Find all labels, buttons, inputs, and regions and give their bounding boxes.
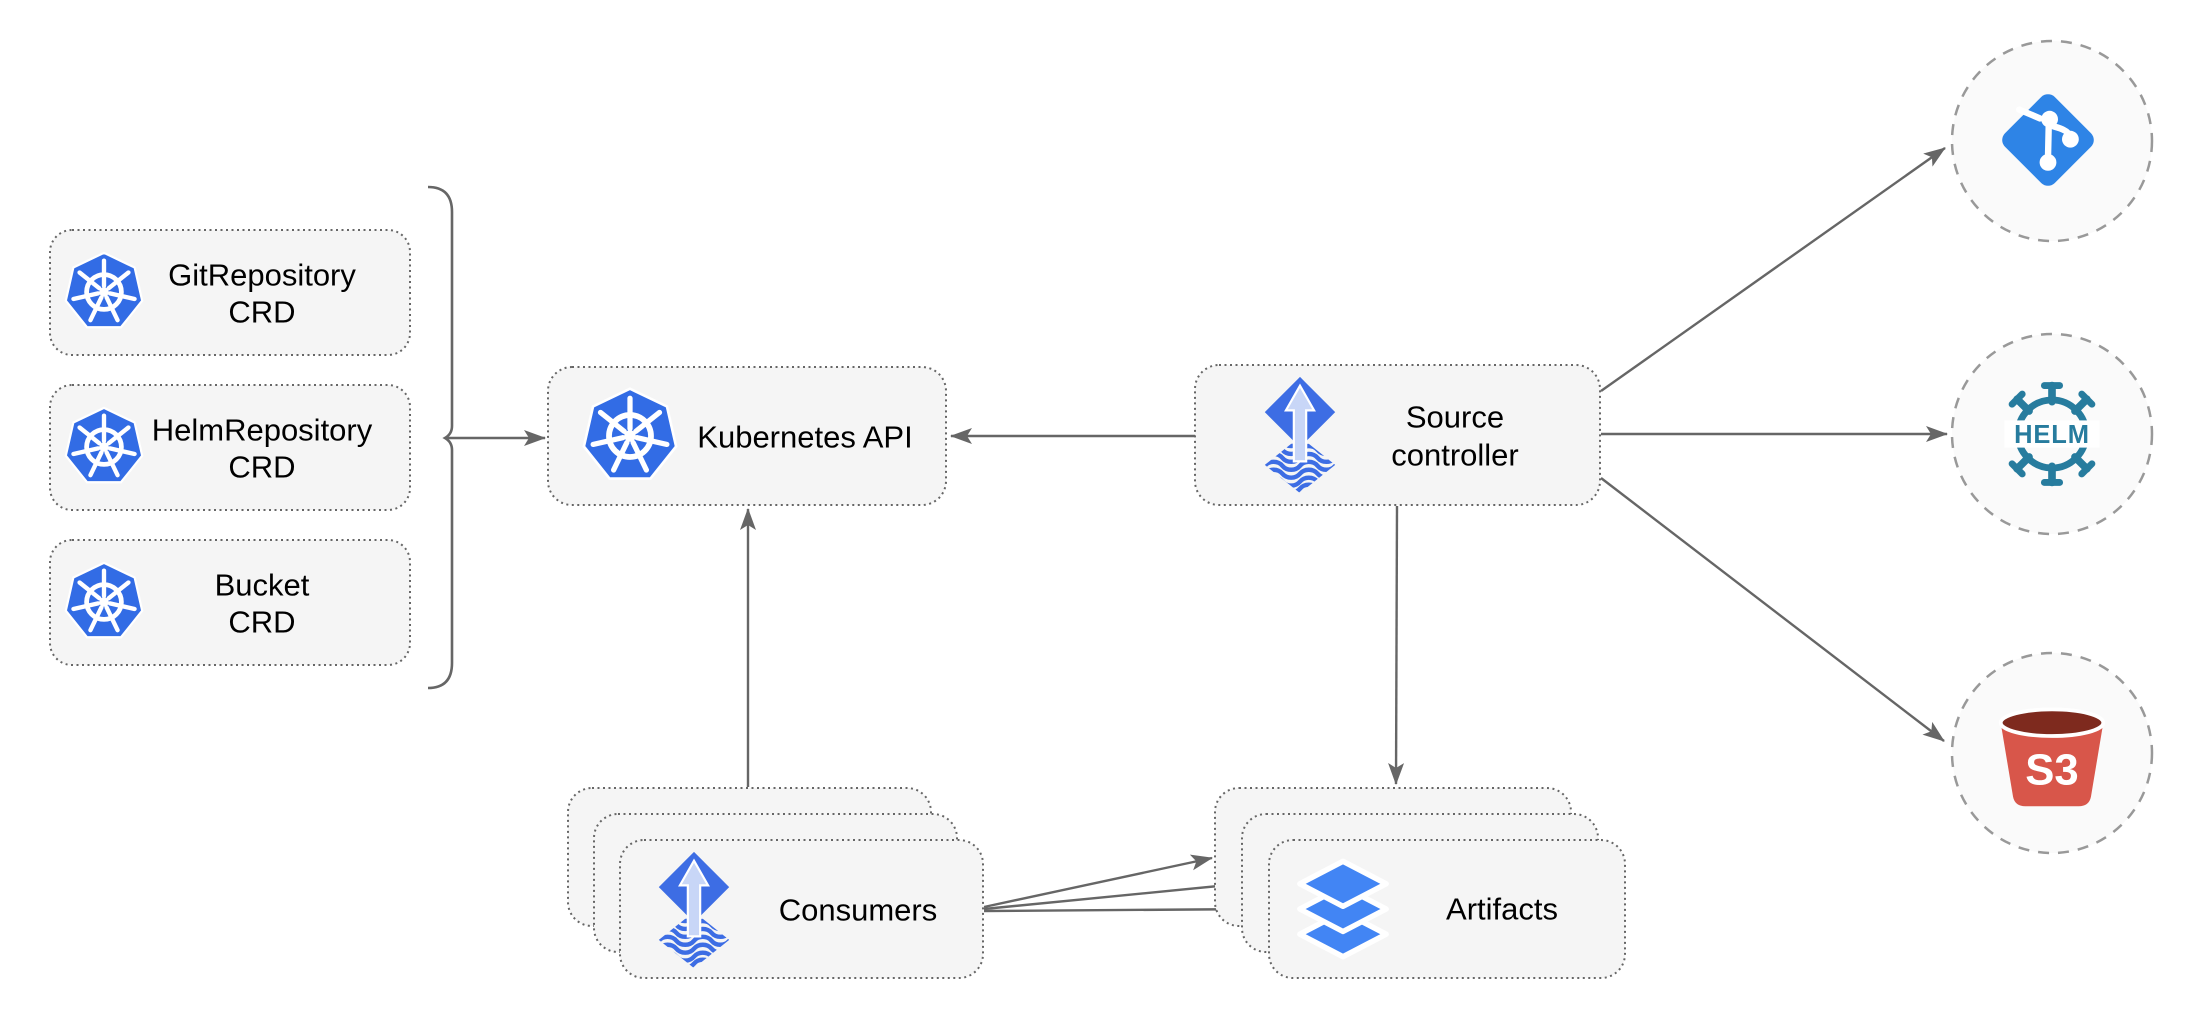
helm-endpoint-circle: HELM — [1950, 332, 2154, 536]
crd-box-label-line1: HelmRepository — [152, 413, 373, 448]
helm-icon: HELM — [2004, 386, 2099, 483]
crd-box-label-line1: Bucket — [215, 568, 310, 603]
crd-box-label-line2: CRD — [228, 450, 295, 485]
crd-box-bucket: Bucket CRD — [49, 539, 411, 666]
kubernetes-api-label: Kubernetes API — [697, 420, 912, 455]
source-controller-node: Source controller — [1194, 364, 1601, 506]
edges — [427, 147, 1948, 918]
artifacts-label: Artifacts — [1446, 892, 1558, 927]
git-endpoint-circle — [1950, 39, 2154, 243]
crd-group-bracket — [427, 185, 454, 690]
helm-logo-text: HELM — [2014, 421, 2090, 449]
artifacts-stack: Artifacts — [1214, 787, 1626, 979]
s3-bucket-icon — [1998, 707, 2106, 809]
kubernetes-api-node: Kubernetes API — [547, 366, 947, 506]
s3-endpoint-circle — [1950, 651, 2154, 855]
consumers-stack: Consumers — [567, 787, 984, 979]
crd-box-label-line1: GitRepository — [168, 258, 356, 293]
consumers-label: Consumers — [779, 893, 938, 928]
crd-box-label-line2: CRD — [228, 295, 295, 330]
arrow-consumers-to-artifacts-middle — [983, 878, 1240, 911]
arrow-source-to-git — [1600, 147, 1946, 392]
arrow-source-to-s3 — [1600, 477, 1945, 742]
source-controller-label-line2: controller — [1391, 438, 1519, 473]
arrow-consumers-to-artifacts-back — [983, 854, 1213, 909]
layers-icon — [1300, 861, 1386, 956]
source-controller-label-line1: Source — [1406, 400, 1504, 435]
crd-box-gitrepository: GitRepository CRD — [49, 229, 411, 356]
crd-box-label-line2: CRD — [228, 605, 295, 640]
arrow-source-to-artifacts — [1388, 505, 1405, 785]
crd-box-helmrepository: HelmRepository CRD — [49, 384, 411, 511]
